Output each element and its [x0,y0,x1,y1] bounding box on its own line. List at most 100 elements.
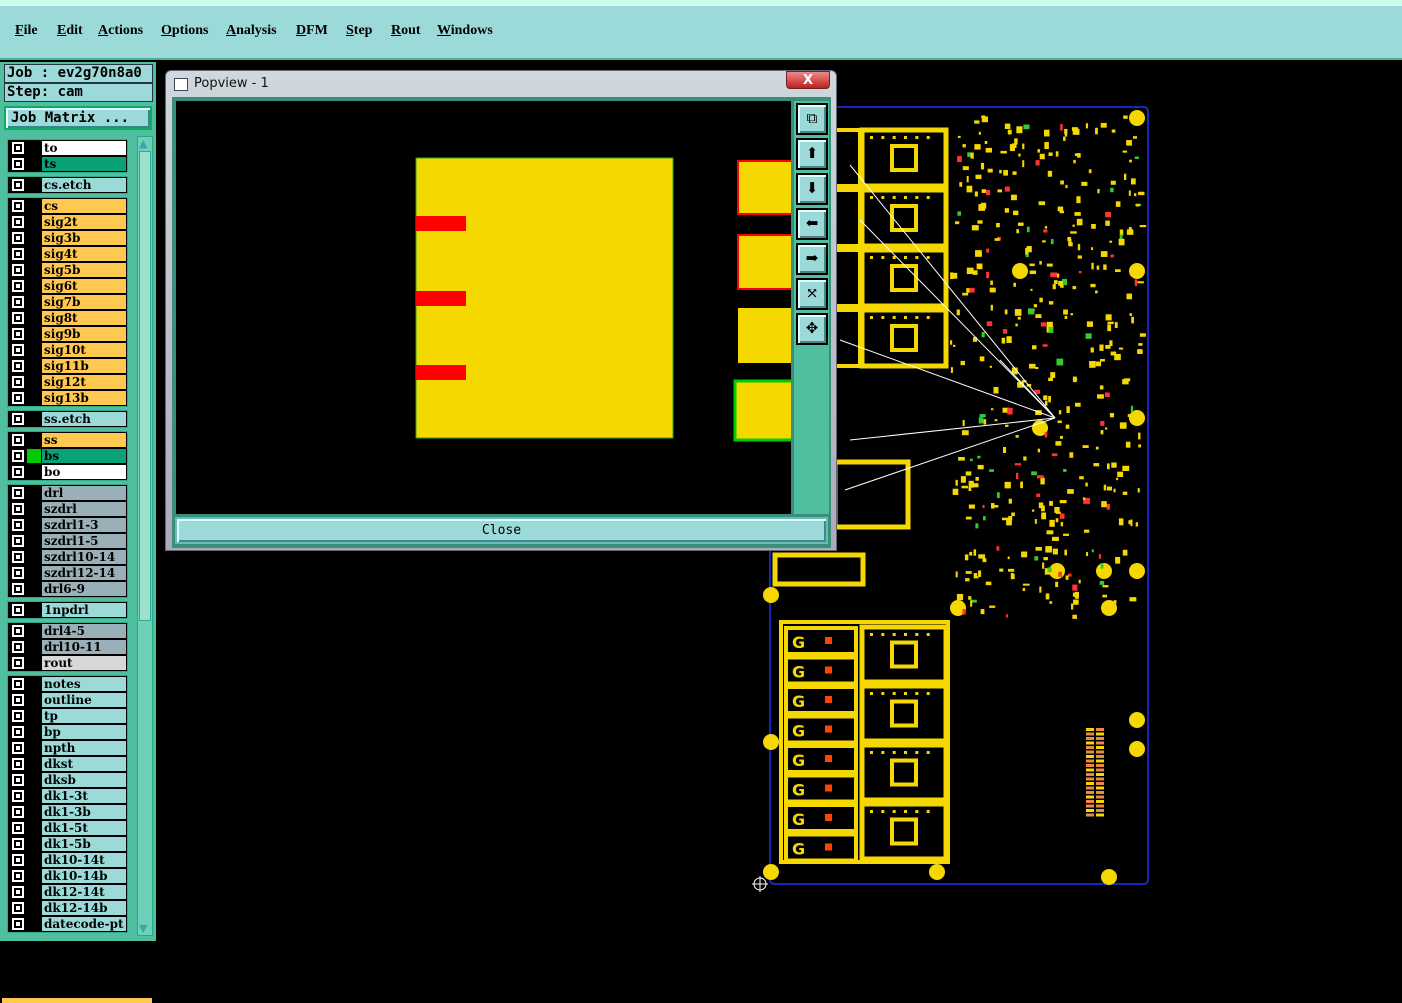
layer-row[interactable]: drl6-9 [8,581,128,597]
layer-name[interactable]: sig12t [42,375,126,389]
layer-name[interactable]: sig6t [42,279,126,293]
layer-name[interactable]: tp [42,709,126,723]
layer-checkbox[interactable] [12,918,24,930]
layer-name[interactable]: dkst [42,757,126,771]
layer-row[interactable]: cs.etch [8,177,128,193]
layer-name[interactable]: bs [42,449,126,463]
layer-checkbox[interactable] [12,567,24,579]
layer-name[interactable]: sig5b [42,263,126,277]
layer-row[interactable]: szdrl10-14 [8,549,128,565]
layer-name[interactable]: szdrl1-5 [42,534,126,548]
layer-checkbox[interactable] [12,466,24,478]
layer-row[interactable]: dksb [8,772,128,788]
menu-file[interactable]: File [15,23,38,38]
layer-list-scrollbar[interactable]: ▲ ▼ [137,136,153,936]
layer-checkbox[interactable] [12,657,24,669]
layer-checkbox[interactable] [12,838,24,850]
layer-name[interactable]: szdrl10-14 [42,550,126,564]
scrollbar-thumb[interactable] [139,151,151,621]
layer-name[interactable]: sig11b [42,359,126,373]
layer-name[interactable]: rout [42,656,126,670]
layer-name[interactable]: cs.etch [42,178,126,192]
layer-checkbox[interactable] [12,625,24,637]
layer-checkbox[interactable] [12,503,24,515]
layer-row[interactable]: dk1-3b [8,804,128,820]
layer-checkbox[interactable] [12,200,24,212]
layer-checkbox[interactable] [12,822,24,834]
layer-checkbox[interactable] [12,641,24,653]
layer-row[interactable]: ss.etch [8,411,128,427]
layer-row[interactable]: dkst [8,756,128,772]
layer-checkbox[interactable] [12,179,24,191]
layer-checkbox[interactable] [12,551,24,563]
layer-row[interactable]: to [8,140,128,156]
layer-checkbox[interactable] [12,434,24,446]
layer-row[interactable]: sig3b [8,230,128,246]
layer-row[interactable]: ss [8,432,128,448]
layer-name[interactable]: sig9b [42,327,126,341]
layer-checkbox[interactable] [12,296,24,308]
layer-name[interactable]: dk10-14t [42,853,126,867]
layer-name[interactable]: sig7b [42,295,126,309]
layer-checkbox[interactable] [12,678,24,690]
layer-row[interactable]: bs [8,448,128,464]
layer-checkbox[interactable] [12,360,24,372]
layer-name[interactable]: szdrl12-14 [42,566,126,580]
layer-row[interactable]: sig12t [8,374,128,390]
layer-checkbox[interactable] [12,450,24,462]
layer-row[interactable]: dk10-14b [8,868,128,884]
layer-name[interactable]: cs [42,199,126,213]
layer-name[interactable]: drl10-11 [42,640,126,654]
menu-actions[interactable]: Actions [98,23,144,38]
menu-edit[interactable]: Edit [57,23,83,38]
layer-name[interactable]: ss.etch [42,412,126,426]
layer-name[interactable]: sig2t [42,215,126,229]
layer-row[interactable]: bo [8,464,128,480]
layer-row[interactable]: sig6t [8,278,128,294]
layer-checkbox[interactable] [12,790,24,802]
layer-checkbox[interactable] [12,758,24,770]
pan-down-button[interactable]: ⬇ [796,173,828,205]
layer-checkbox[interactable] [12,216,24,228]
layer-name[interactable]: dksb [42,773,126,787]
layer-row[interactable]: szdrl1-5 [8,533,128,549]
menu-step[interactable]: Step [346,23,373,38]
zoom-out-button[interactable]: ✥ [796,313,828,345]
layer-name[interactable]: sig4t [42,247,126,261]
layer-row[interactable]: sig13b [8,390,128,406]
menu-rout[interactable]: Rout [391,23,421,38]
layer-name[interactable]: drl4-5 [42,624,126,638]
layer-checkbox[interactable] [12,774,24,786]
layer-row[interactable]: 1npdrl [8,602,128,618]
layer-row[interactable]: dk1-3t [8,788,128,804]
layer-checkbox[interactable] [12,886,24,898]
layer-name[interactable]: outline [42,693,126,707]
layer-row[interactable]: sig8t [8,310,128,326]
layer-checkbox[interactable] [12,583,24,595]
layer-name[interactable]: ss [42,433,126,447]
layer-checkbox[interactable] [12,344,24,356]
zoom-in-button[interactable]: ⤧ [796,278,828,310]
layer-row[interactable]: sig7b [8,294,128,310]
layer-name[interactable]: npth [42,741,126,755]
layer-row[interactable]: sig11b [8,358,128,374]
layer-checkbox[interactable] [12,413,24,425]
layer-checkbox[interactable] [12,264,24,276]
layer-checkbox[interactable] [12,710,24,722]
layer-checkbox[interactable] [12,604,24,616]
layer-checkbox[interactable] [12,806,24,818]
layer-row[interactable]: sig9b [8,326,128,342]
layer-checkbox[interactable] [12,280,24,292]
layer-name[interactable]: bp [42,725,126,739]
close-button[interactable]: Close [175,517,828,544]
layer-checkbox[interactable] [12,248,24,260]
layer-checkbox[interactable] [12,328,24,340]
menu-dfm[interactable]: DFM [296,23,328,38]
layer-name[interactable]: sig10t [42,343,126,357]
scroll-up-icon[interactable]: ▲ [139,137,148,150]
layer-name[interactable]: dk1-5t [42,821,126,835]
layer-checkbox[interactable] [12,232,24,244]
layer-name[interactable]: szdrl1-3 [42,518,126,532]
pan-left-button[interactable]: ⬅ [796,208,828,240]
layer-checkbox[interactable] [12,487,24,499]
